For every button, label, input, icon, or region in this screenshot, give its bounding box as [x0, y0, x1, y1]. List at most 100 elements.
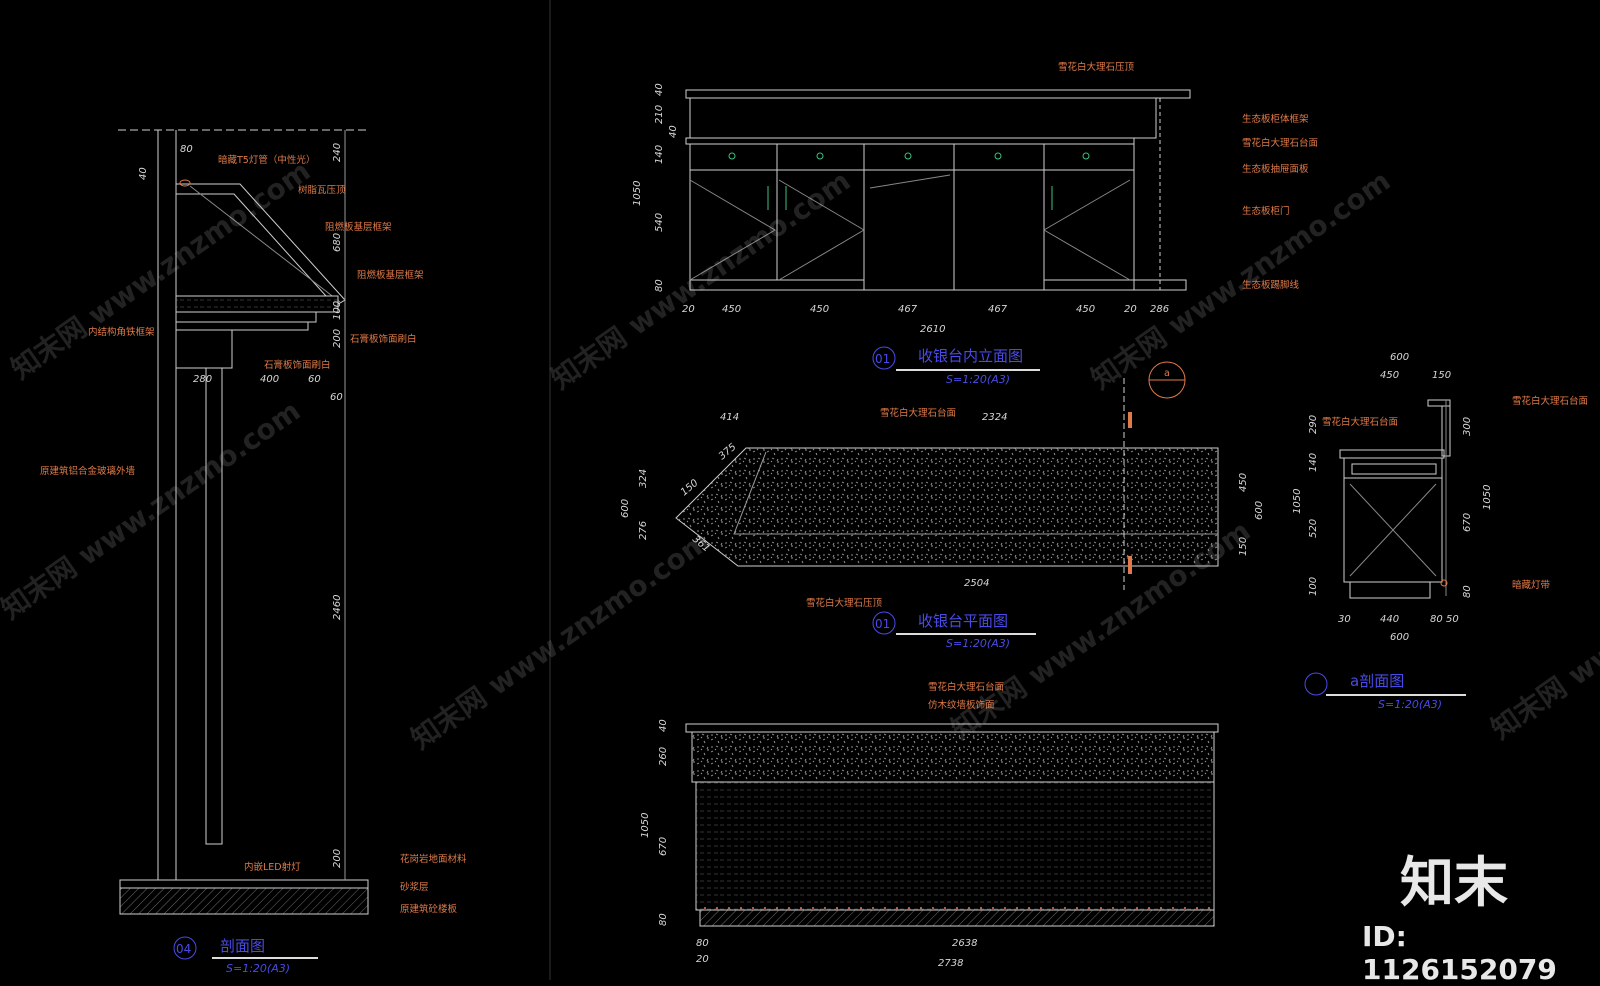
- plan-01-title: 01 收银台平面图 S=1:20(A3): [872, 611, 1036, 650]
- dim-r670: 670: [1462, 513, 1473, 532]
- dim-r80: 80: [1462, 585, 1473, 598]
- dim-680: 680: [332, 233, 343, 252]
- brand-logo: 知末: [1400, 851, 1508, 914]
- dim-200a: 200: [332, 329, 343, 348]
- title-text: 剖面图: [220, 937, 265, 955]
- vdim-80: 80: [658, 913, 669, 926]
- dim-400: 400: [260, 374, 279, 385]
- cut-marker-bottom: [1128, 556, 1132, 574]
- section-04-labels: 暗藏T5灯管（中性光） 树脂瓦压顶 阻燃板基层框架 阻燃板基层框架 石膏板饰面刷…: [40, 154, 467, 915]
- label-top: 雪花白大理石压顶: [1058, 61, 1135, 73]
- watermark: 知末网 www.znzmo.com: [5, 154, 316, 386]
- dim-100: 100: [332, 301, 343, 320]
- hdim-450a: 450: [722, 304, 741, 315]
- dim-b440: 440: [1380, 614, 1399, 625]
- watermark: 知末网 www.znzmo.com: [0, 394, 306, 626]
- vdim-40b: 40: [668, 125, 679, 138]
- watermark: 知末网 www.znzmo.com: [1485, 514, 1600, 746]
- hdim-286: 286: [1150, 304, 1169, 315]
- title-number: 01: [875, 617, 890, 631]
- dim-2324: 2324: [982, 412, 1007, 423]
- vdim-140: 140: [654, 145, 665, 164]
- title-scale: S=1:20(A3): [946, 373, 1010, 386]
- title-number: 01: [875, 352, 890, 366]
- vdim-540: 540: [654, 213, 665, 232]
- dim-2460: 2460: [332, 595, 343, 620]
- dim-240: 240: [332, 143, 343, 162]
- dim-450: 450: [1238, 473, 1249, 492]
- dim-b80: 80: [1430, 614, 1443, 625]
- dim-150: 150: [1432, 370, 1451, 381]
- label-cabinet: 生态板柜体框架: [1242, 113, 1309, 125]
- t5-light-icon: [179, 179, 191, 187]
- hdim-2738: 2738: [938, 958, 963, 969]
- dim-top600: 600: [1390, 352, 1409, 363]
- vdim-260: 260: [658, 747, 669, 766]
- label-top: 雪花白大理石台面: [880, 407, 956, 419]
- dim-l140: 140: [1308, 453, 1319, 472]
- label-mortar: 砂浆层: [400, 881, 429, 893]
- vdim-1050: 1050: [632, 181, 643, 206]
- vdim-210: 210: [654, 105, 665, 124]
- dim-l100: 100: [1308, 577, 1319, 596]
- title-text: 收银台平面图: [918, 612, 1008, 630]
- dim-324: 324: [638, 469, 649, 488]
- dim-r1050: 1050: [1482, 485, 1493, 510]
- dim-b50: 50: [1446, 614, 1459, 625]
- label-counter: 雪花白大理石台面: [928, 681, 1004, 693]
- dim-276: 276: [638, 521, 649, 540]
- front-elevation-hdims: 80 2638 20 2738: [696, 938, 977, 969]
- dim-r300: 300: [1462, 417, 1473, 436]
- title-scale: S=1:20(A3): [226, 962, 290, 975]
- hdim-450b: 450: [810, 304, 829, 315]
- section-a-labels: 雪花白大理石台面 雪花白大理石台面 暗藏灯带: [1322, 395, 1588, 591]
- dim-60: 60: [308, 374, 321, 385]
- hdim-80: 80: [696, 938, 709, 949]
- dim-600r: 600: [1254, 501, 1265, 520]
- label-resin: 树脂瓦压顶: [298, 184, 346, 196]
- dim-2504: 2504: [964, 578, 989, 589]
- image-id: ID: 1126152079: [1362, 920, 1557, 986]
- title-text: 收银台内立面图: [918, 347, 1023, 365]
- watermark: 知末网 www.znzmo.com: [405, 524, 716, 756]
- marker-letter: a: [1164, 368, 1170, 379]
- dim-60b: 60: [330, 392, 343, 403]
- dim-600: 600: [620, 499, 631, 518]
- dim-b600: 600: [1390, 632, 1409, 643]
- hdim-20: 20: [696, 954, 709, 965]
- elevation-01-title: 01 收银台内立面图 S=1:20(A3): [872, 346, 1040, 386]
- dim-150: 150: [679, 478, 701, 499]
- dim-414: 414: [720, 412, 739, 423]
- hdim-2610: 2610: [920, 324, 945, 335]
- dim-450: 450: [1380, 370, 1399, 381]
- title-number: 04: [176, 942, 191, 956]
- label-t5: 暗藏T5灯管（中性光）: [218, 154, 315, 166]
- label-counter: 雪花白大理石台面: [1242, 137, 1318, 149]
- label-wood: 仿木纹墙板饰面: [928, 699, 995, 711]
- dim-280: 280: [193, 374, 212, 385]
- label-frame2: 阻燃板基层框架: [357, 269, 424, 281]
- section-04-title: 04 剖面图 S=1:20(A3): [173, 936, 318, 975]
- dim-b30: 30: [1338, 614, 1351, 625]
- elevation-01-knobs: [728, 152, 1090, 210]
- elevation-01: [685, 89, 1191, 291]
- hdim-20: 20: [682, 304, 695, 315]
- vdim-1050: 1050: [640, 813, 651, 838]
- hdim-20b: 20: [1124, 304, 1137, 315]
- label-slab: 原建筑砼楼板: [400, 903, 458, 915]
- hdim-450c: 450: [1076, 304, 1095, 315]
- dim-150r: 150: [1238, 537, 1249, 556]
- hdim-467b: 467: [988, 304, 1008, 315]
- dim-l520: 520: [1308, 519, 1319, 538]
- dim-40: 40: [138, 167, 149, 180]
- cut-marker-top: [1128, 412, 1132, 428]
- section-a: [1339, 399, 1451, 599]
- hdim-467a: 467: [898, 304, 918, 315]
- label-inner: 内结构角铁框架: [88, 326, 155, 338]
- front-elevation-labels: 雪花白大理石台面 仿木纹墙板饰面: [928, 681, 1004, 711]
- section-04-dims: 80 40 240 680 100 200 280 400 60 60 2460…: [138, 143, 343, 868]
- dim-200b: 200: [332, 849, 343, 868]
- hdim-2638: 2638: [952, 938, 977, 949]
- label-frame1: 阻燃板基层框架: [325, 221, 392, 233]
